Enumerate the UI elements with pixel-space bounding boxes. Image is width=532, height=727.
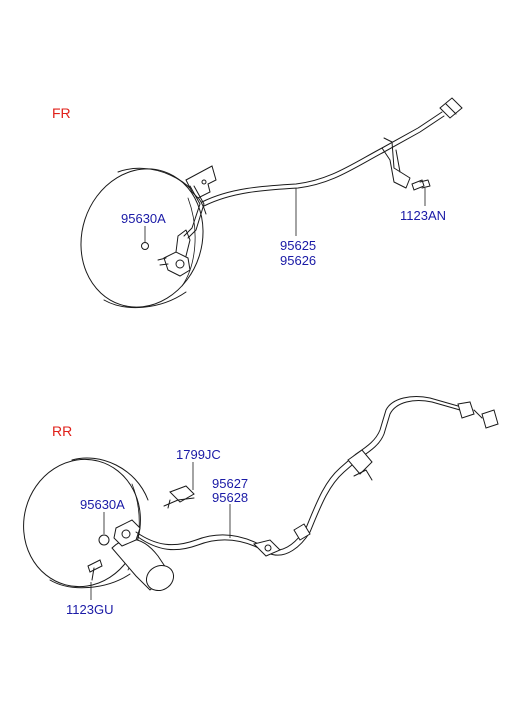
front-oring-label: 95630A [121,211,166,226]
front-assembly [80,97,463,309]
rear-oring-label: 95630A [80,497,125,512]
front-cable-label-b: 95626 [280,253,316,268]
rear-bolt [87,559,103,581]
rear-clip [163,485,195,509]
front-bolt [411,179,431,191]
section-label-rear: RR [52,423,72,439]
rear-sensor [113,519,141,547]
front-oring [141,242,149,250]
front-cable-label-a: 95625 [280,238,316,253]
rear-oring [98,534,110,546]
section-label-front: FR [52,105,71,121]
front-bolt-label: 1123AN [400,208,446,223]
front-body-bracket [381,137,411,189]
front-bracket [183,165,217,239]
rear-cable-label-b: 95628 [212,490,248,505]
rear-cable [135,396,499,557]
rear-assembly [23,396,499,600]
rear-clip-label: 1799JC [176,447,221,462]
rear-cable-label-a: 95627 [212,476,248,491]
rear-axle-tube [111,538,175,592]
front-sensor [157,229,191,277]
front-cable [201,97,463,207]
rear-bolt-label: 1123GU [66,602,113,617]
